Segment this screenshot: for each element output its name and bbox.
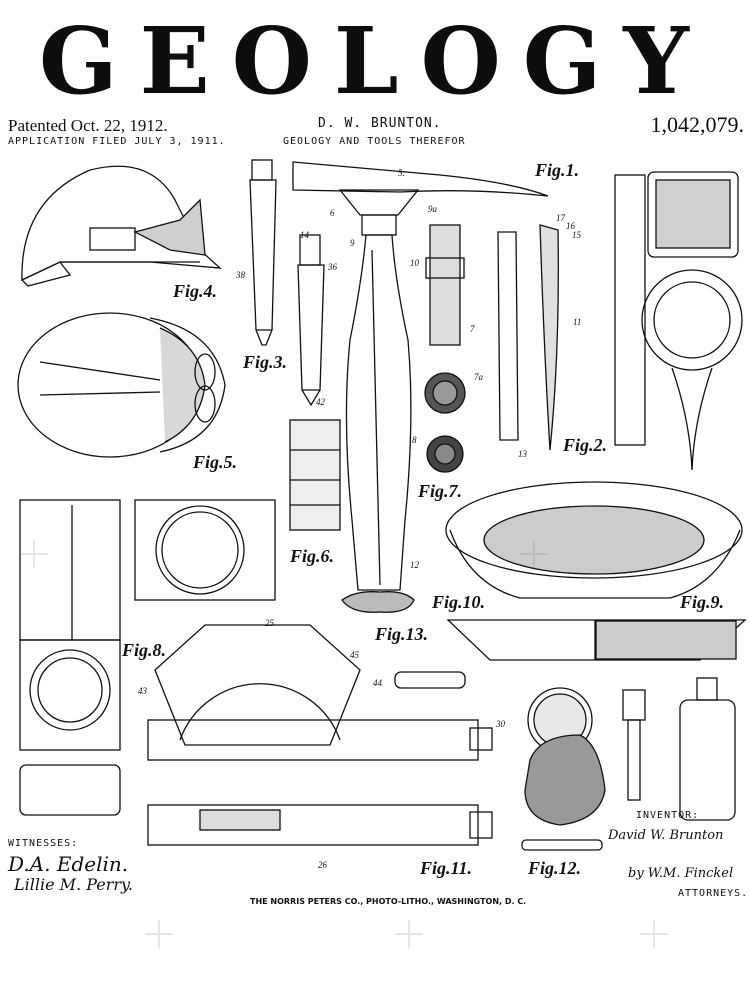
witness-signature-2: Lillie M. Perry. (14, 875, 134, 894)
ref-number: 15 (572, 230, 581, 240)
ref-number: 25 (265, 618, 274, 628)
ref-number: 7 (470, 324, 475, 334)
fig13-label: Fig.13. (375, 624, 429, 644)
dropper-bottles-drawing (622, 677, 736, 821)
inventor-signature: David W. Brunton (608, 828, 724, 843)
ref-number: 9 (350, 238, 355, 248)
ref-number: 16 (566, 221, 575, 231)
inventor-name: D. W. BRUNTON. (318, 116, 442, 131)
level-clinometer-drawing (147, 624, 493, 846)
fig12-label: Fig.12. (528, 858, 582, 878)
fig10-label: Fig.10. (432, 592, 486, 612)
helmet-front-drawing (17, 312, 226, 458)
fig5-label: Fig.5. (193, 452, 238, 472)
ref-number: 30 (496, 719, 505, 729)
patented-date: Patented Oct. 22, 1912. (8, 116, 168, 135)
patent-subtitle: GEOLOGY AND TOOLS THEREFOR (283, 136, 466, 147)
magnifier-drawing (521, 687, 606, 851)
chisel-tool-drawing (249, 159, 341, 531)
fig7-label: Fig.7. (418, 481, 463, 501)
printer-credit: THE NORRIS PETERS CO., PHOTO-LITHO., WAS… (250, 897, 527, 906)
fig1-label: Fig.1. (535, 160, 580, 180)
ref-number: 13 (518, 449, 527, 459)
ref-number: 9a (428, 204, 437, 214)
fig11-label: Fig.11. (420, 858, 473, 878)
hammer-drawing (292, 161, 549, 613)
watermark-cross (640, 920, 668, 948)
attorneys-label: ATTORNEYS. (678, 888, 749, 899)
watermark-cross (20, 540, 48, 568)
fig2-label: Fig.2. (563, 435, 608, 455)
fig6-label: Fig.6. (290, 546, 335, 566)
ref-number: 8 (412, 435, 417, 445)
page-title: GEOLOGY (39, 7, 711, 115)
inventor-label: INVENTOR: (636, 810, 700, 821)
fig3-label: Fig.3. (243, 352, 288, 372)
ref-number: 42 (316, 397, 325, 407)
helmet-side-drawing (20, 165, 222, 287)
compass-drawing (614, 171, 743, 471)
bits-drawing (424, 224, 466, 473)
witnesses-label: WITNESSES: (8, 838, 79, 849)
ref-number: 5. (398, 168, 405, 178)
witness-signature-1: D.A. Edelin. (8, 852, 129, 876)
patent-number: 1,042,079. (650, 112, 745, 137)
clinometer-case-drawing (19, 499, 121, 816)
ref-number: 17 (556, 213, 565, 223)
ref-number: 26 (318, 860, 327, 870)
application-filed: APPLICATION FILED JULY 3, 1911. (8, 136, 226, 147)
watermark-cross (520, 540, 548, 568)
ref-number: 11 (573, 317, 582, 327)
ref-number: 12 (410, 560, 419, 570)
ref-number: 38 (236, 270, 245, 280)
ref-number: 45 (350, 650, 359, 660)
fig4-label: Fig.4. (173, 281, 218, 301)
chisels-drawing (497, 224, 559, 451)
ref-number: 36 (328, 262, 337, 272)
watermark-cross (145, 920, 173, 948)
ref-number: 6 (330, 208, 335, 218)
watermark-cross (395, 920, 423, 948)
ref-number: 44 (373, 678, 382, 688)
ref-number: 10 (410, 258, 419, 268)
attorney-signature: by W.M. Finckel (628, 866, 734, 881)
ref-number: 7a (474, 372, 483, 382)
gold-pan-drawing (445, 481, 747, 661)
ref-number: 43 (138, 686, 147, 696)
fig8-label: Fig.8. (122, 640, 167, 660)
hinge-ring-drawing (134, 499, 276, 601)
fig9-label: Fig.9. (680, 592, 725, 612)
ref-number: 14 (300, 230, 309, 240)
